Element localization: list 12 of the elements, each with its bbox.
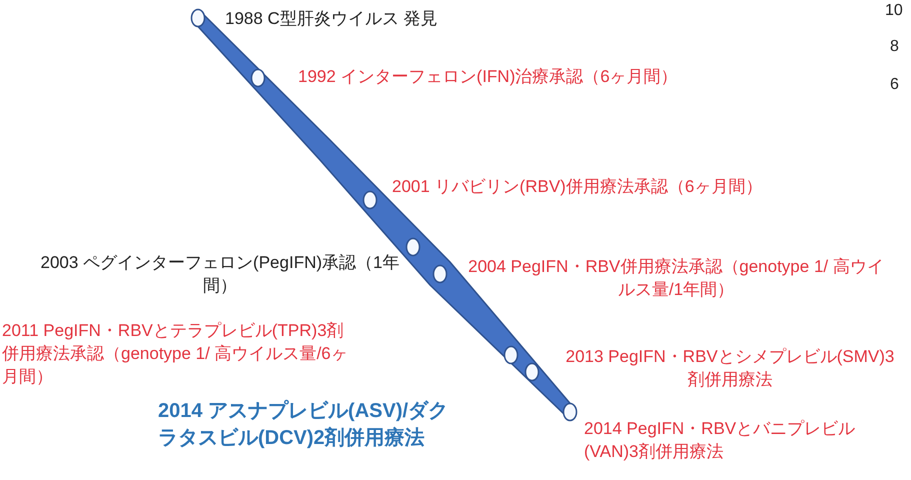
event-label: 2001 リバビリン(RBV)併用療法承認（6ヶ月間）: [392, 176, 764, 198]
event-label: 1992 インターフェロン(IFN)治療承認（6ヶ月間）: [298, 66, 679, 88]
event-label: 2014 アスナプレビル(ASV)/ダクラタスビル(DCV)2剤併用療法: [158, 398, 450, 451]
event-label: 2003 ペグインターフェロン(PegIFN)承認（1年間）: [40, 252, 400, 297]
event-label: 2004 PegIFN・RBV併用療法承認（genotype 1/ 高ウイルス量/1年間）: [467, 256, 885, 301]
axis-tick-label: 8: [890, 37, 900, 57]
event-label: 2013 PegIFN・RBVとシメプレビル(SMV)3剤併用療法: [564, 346, 896, 391]
axis-tick-label: 6: [890, 75, 900, 95]
axis-tick-label: 10: [885, 1, 904, 21]
event-label: 2011 PegIFN・RBVとテラプレビル(TPR)3剤併用療法承認（genotype 1/ 高ウイルス量/6ヶ月間）: [2, 320, 349, 388]
event-label: 2014 PegIFN・RBVとバニプレビル(VAN)3剤併用療法: [584, 418, 856, 463]
event-label: 1988 C型肝炎ウイルス 発見: [225, 8, 439, 30]
